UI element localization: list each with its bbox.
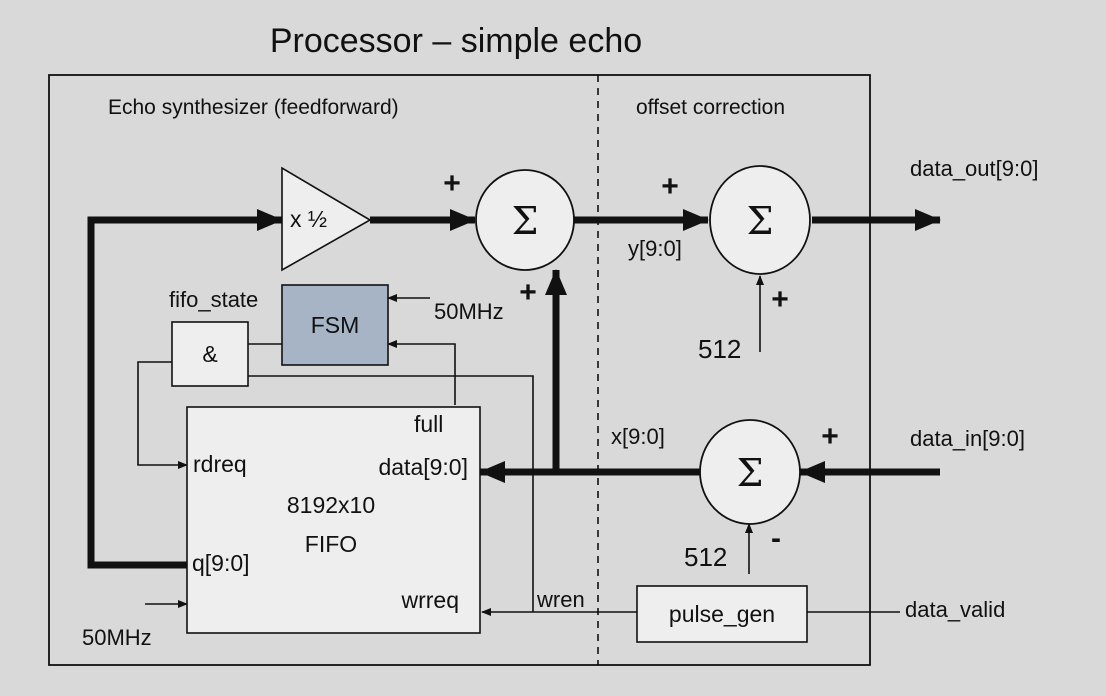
fifo-port-wrreq: wrreq: [400, 587, 459, 613]
summer-offset-in-sign-right: +: [821, 420, 839, 453]
fsm-clock-label: 50MHz: [434, 299, 504, 324]
fifo-state-label: fifo_state: [169, 287, 258, 312]
data-valid-label: data_valid: [905, 597, 1005, 622]
pulse-gen-label: pulse_gen: [669, 601, 775, 627]
fifo-port-data: data[9:0]: [378, 454, 468, 480]
wren-to-and-line: [248, 375, 534, 612]
summer-echo: [475, 169, 575, 271]
fifo-port-full: full: [414, 411, 443, 437]
fifo-block: [186, 406, 481, 634]
fifo-port-rdreq: rdreq: [193, 451, 247, 477]
gain-block: [281, 166, 372, 272]
summer-offset-in-symbol: Σ: [737, 451, 764, 495]
section-label-echo-synthesizer: Echo synthesizer (feedforward): [108, 96, 399, 119]
and-gate-block: [171, 321, 249, 387]
feedback-path: [87, 209, 283, 569]
offset-out-value: 512: [698, 334, 741, 364]
diagram-title: Processor – simple echo: [270, 22, 642, 60]
data-out-label: data_out[9:0]: [910, 156, 1038, 181]
fifo-size-label: 8192x10: [287, 492, 375, 518]
and-to-rdreq-line: [137, 361, 188, 469]
processor-frame: [48, 74, 871, 666]
data-in-label: data_in[9:0]: [910, 426, 1025, 451]
fifo-clock-label: 50MHz: [82, 625, 152, 650]
wren-label: wren: [536, 587, 585, 612]
fifo-name-label: FIFO: [305, 531, 357, 557]
summer-offset-out-sign-bottom: +: [771, 283, 789, 316]
gain-label: x ½: [290, 206, 327, 232]
fifo-port-q: q[9:0]: [192, 550, 250, 576]
summer-offset-out-sign-left: +: [661, 170, 679, 203]
summer-echo-sign-left: +: [443, 167, 461, 200]
offset-in-value: 512: [684, 542, 727, 572]
full-to-fsm-line: [387, 340, 456, 405]
section-label-offset-correction: offset correction: [636, 96, 785, 119]
summer-offset-out: [709, 165, 811, 275]
y-signal-label: y[9:0]: [628, 236, 682, 261]
summer-offset-in: [699, 419, 801, 525]
summer-echo-sign-bottom: +: [519, 276, 537, 309]
pulse-gen-block: [636, 585, 808, 643]
summer-offset-out-symbol: Σ: [747, 199, 774, 243]
and-gate-label: &: [202, 341, 217, 367]
summer-offset-in-sign-bottom: -: [771, 522, 781, 555]
x-signal-label: x[9:0]: [611, 424, 665, 449]
fsm-label: FSM: [311, 312, 360, 338]
fsm-block: [281, 284, 389, 366]
summer-echo-symbol: Σ: [512, 199, 539, 243]
